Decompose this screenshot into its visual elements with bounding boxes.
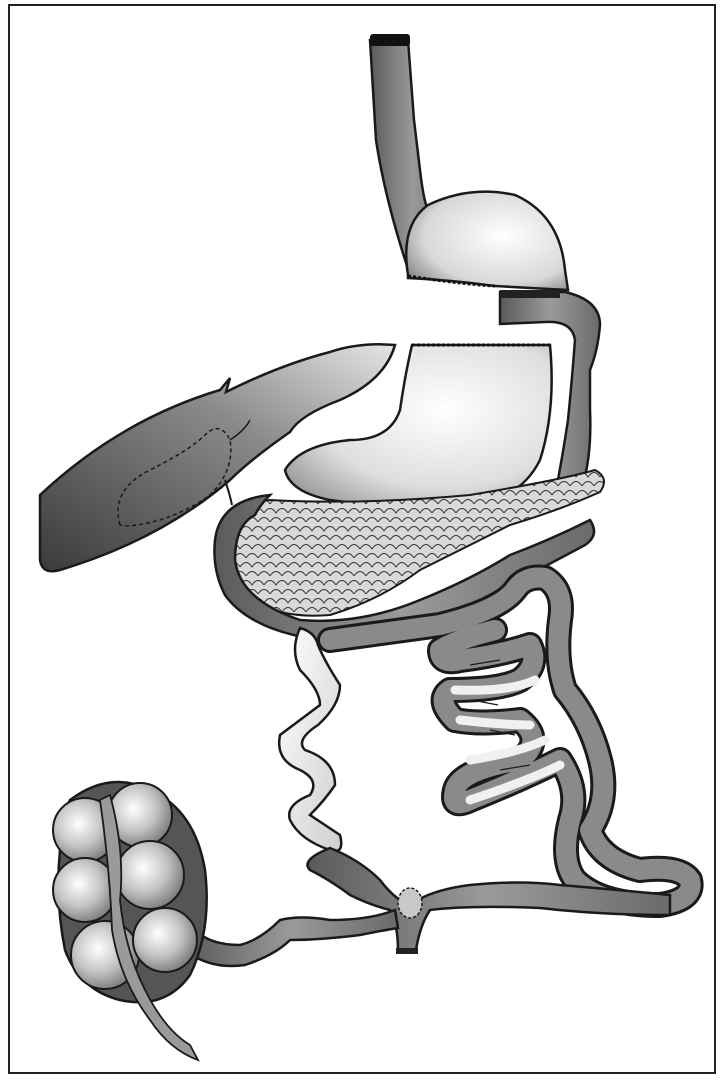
anastomosis <box>398 888 422 918</box>
small-intestine-light <box>279 628 341 851</box>
gastric-pouch <box>406 192 568 290</box>
small-intestine-coils <box>330 578 691 906</box>
colon <box>53 782 207 1060</box>
colon-limb <box>185 910 398 966</box>
